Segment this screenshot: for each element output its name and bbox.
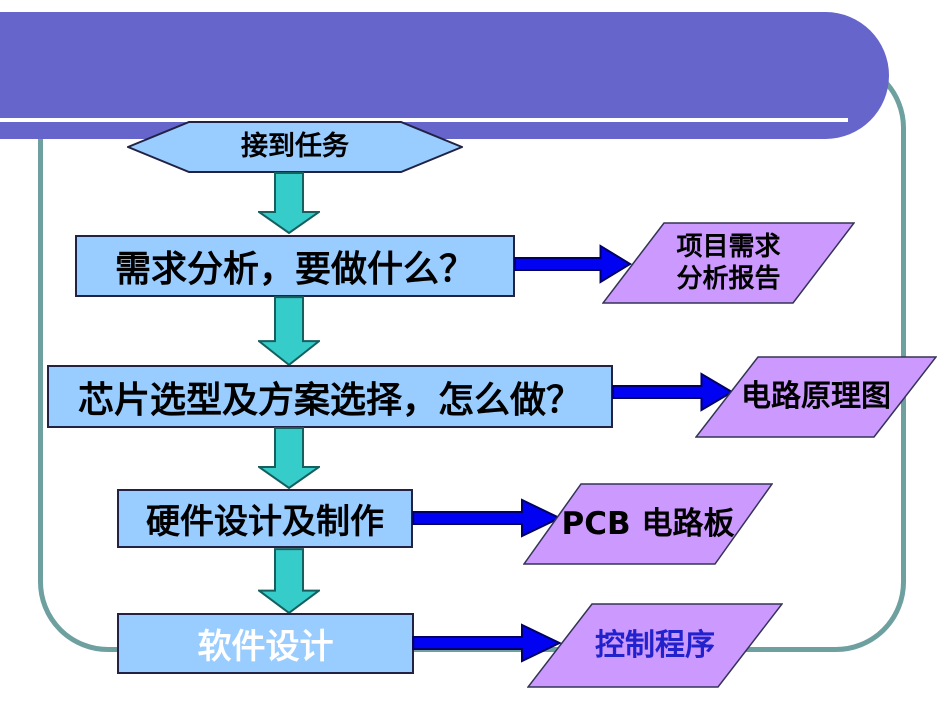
- output-parallelogram-pcb: [523, 483, 773, 565]
- down-arrow-icon: [258, 172, 320, 234]
- output-schematic-line1: 电路原理图: [741, 379, 891, 415]
- process-box-requirements-label: 需求分析，要做什么？: [114, 248, 475, 290]
- start-hexagon-shape: [127, 121, 463, 173]
- title-band-underline: [0, 118, 848, 122]
- output-report-line2: 分析报告: [676, 264, 781, 294]
- start-hexagon-label: 接到任务: [241, 131, 349, 163]
- process-box-software: 软件设计: [117, 613, 414, 674]
- right-arrow-icon: [612, 372, 734, 412]
- down-arrow-icon: [258, 548, 320, 614]
- output-schematic-label: 电路原理图: [695, 356, 937, 438]
- output-report-label: 项目需求 分析报告: [602, 222, 855, 304]
- hexagon-icon: [127, 121, 463, 173]
- output-report-line1: 项目需求: [676, 231, 781, 262]
- output-parallelogram-program: [527, 603, 783, 688]
- output-pcb-line1: PCB 电路板: [561, 505, 735, 542]
- right-arrow-icon: [514, 244, 632, 284]
- process-box-requirements: 需求分析，要做什么？: [75, 235, 515, 297]
- process-box-hardware: 硬件设计及制作: [117, 489, 413, 548]
- output-program-label: 控制程序: [527, 603, 783, 688]
- process-box-chip-selection: 芯片选型及方案选择，怎么做？: [47, 365, 613, 428]
- output-parallelogram-report: [602, 222, 855, 304]
- output-parallelogram-schematic: [695, 356, 937, 438]
- down-arrow-icon: [258, 427, 320, 489]
- output-program-line1: 控制程序: [595, 627, 715, 663]
- right-arrow-icon: [412, 498, 562, 538]
- down-arrow-icon: [258, 296, 320, 366]
- process-box-hardware-label: 硬件设计及制作: [146, 502, 384, 542]
- process-box-chip-selection-label: 芯片选型及方案选择，怎么做？: [77, 378, 582, 421]
- title-band: [0, 12, 889, 139]
- process-box-software-label: 软件设计: [197, 627, 334, 667]
- right-arrow-icon: [412, 623, 562, 663]
- output-pcb-label: PCB 电路板: [523, 483, 773, 565]
